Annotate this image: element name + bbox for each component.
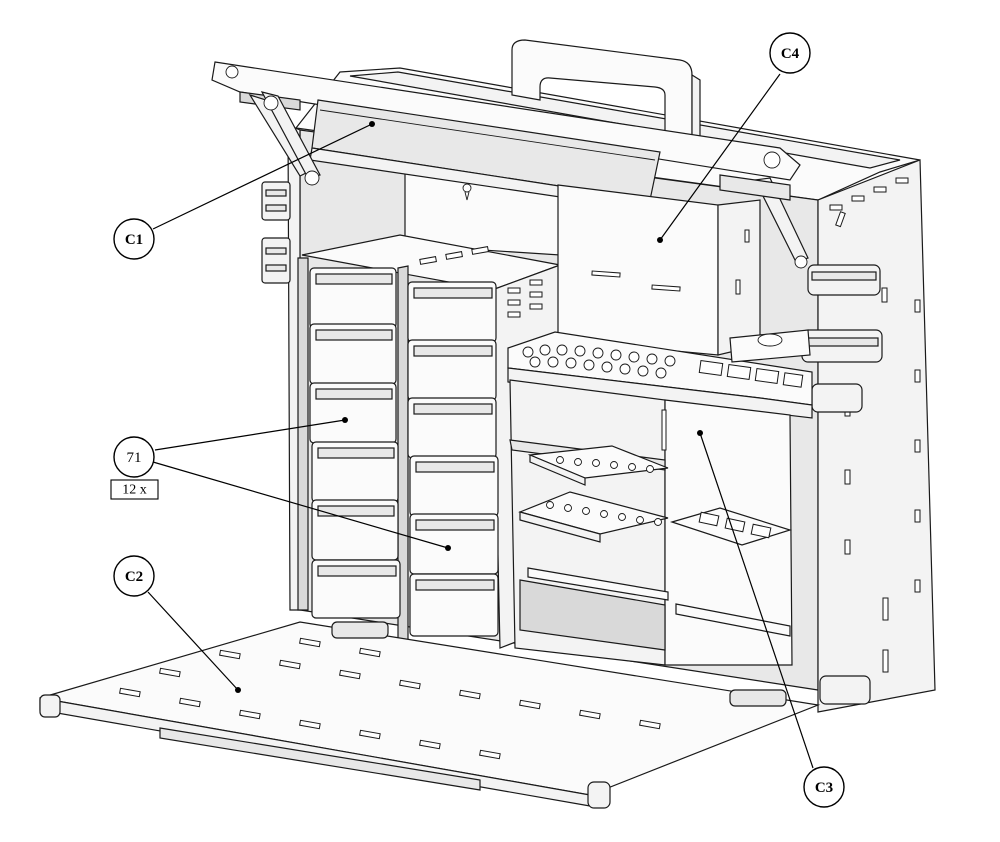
callout-c2: C2	[113, 555, 155, 597]
rack-holes	[522, 344, 676, 379]
leader-c4	[659, 73, 781, 241]
callout-c4: C4	[769, 32, 811, 74]
svg-text:C4: C4	[781, 46, 800, 62]
callout-71: 71	[113, 436, 155, 478]
callout-c1: C1	[113, 218, 155, 260]
svg-text:C2: C2	[125, 569, 143, 585]
leader-c3	[699, 432, 814, 769]
fold-down-panel	[39, 621, 821, 809]
quantity-box: 12 x	[110, 479, 159, 500]
leader-lines	[147, 73, 814, 769]
left-latches	[261, 181, 291, 284]
middle-cabinet	[509, 379, 793, 666]
drawers-left	[309, 267, 401, 619]
svg-text:12 x: 12 x	[122, 483, 147, 498]
rear-upright-panel	[557, 184, 761, 356]
svg-text:C3: C3	[815, 780, 833, 796]
right-latches	[801, 264, 883, 705]
leader-71-b	[152, 461, 449, 549]
callout-c3: C3	[803, 766, 845, 808]
svg-text:71: 71	[127, 450, 142, 466]
leader-c2	[147, 591, 239, 691]
leader-c1	[152, 123, 373, 230]
svg-text:C1: C1	[125, 232, 143, 248]
leader-71-a	[154, 419, 346, 451]
drawers-right	[407, 281, 499, 637]
top-tool-rack	[507, 329, 813, 419]
panel-slots	[119, 637, 661, 760]
